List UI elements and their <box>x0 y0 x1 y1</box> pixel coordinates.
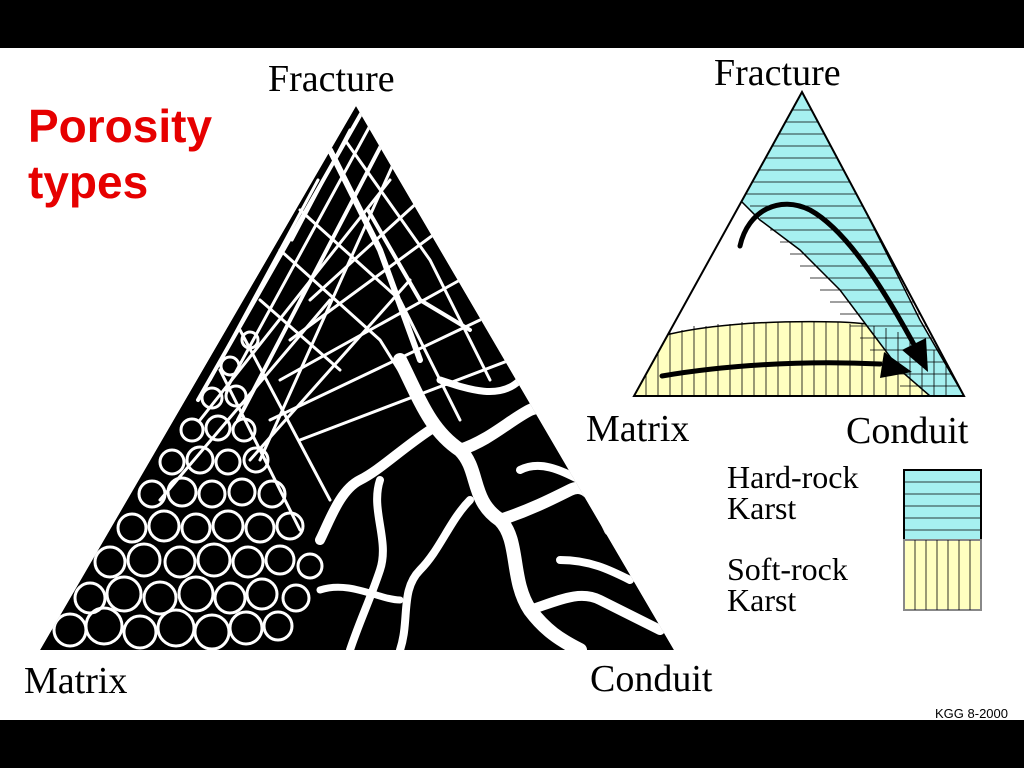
small-apex-matrix: Matrix <box>586 408 690 450</box>
legend-swatch-soft-rock <box>903 539 982 611</box>
credit-text: KGG 8-2000 <box>935 706 1008 721</box>
arrowhead-icon <box>902 338 928 372</box>
legend-label-soft-rock: Soft-rock Karst <box>727 551 848 618</box>
main-apex-matrix: Matrix <box>24 660 128 702</box>
title-line-2: types <box>28 156 149 208</box>
main-apex-conduit: Conduit <box>590 658 713 700</box>
legend-swatch-hard-rock <box>903 469 982 541</box>
conduit-pattern <box>315 353 665 650</box>
legend <box>903 469 982 611</box>
karst-ternary-diagram <box>632 89 966 397</box>
small-apex-fracture: Fracture <box>714 52 841 94</box>
porosity-ternary-diagram <box>40 106 674 650</box>
main-apex-fracture: Fracture <box>268 58 395 100</box>
title-line-1: Porosity <box>28 100 213 152</box>
slide-title: Porosity types <box>28 98 212 210</box>
matrix-grain-pattern <box>52 330 324 650</box>
arrowhead-icon <box>880 352 912 378</box>
evolution-arrows <box>659 201 921 379</box>
legend-label-hard-rock: Hard-rock Karst <box>727 459 859 526</box>
fracture-pattern <box>158 110 512 532</box>
small-apex-conduit: Conduit <box>846 410 969 452</box>
